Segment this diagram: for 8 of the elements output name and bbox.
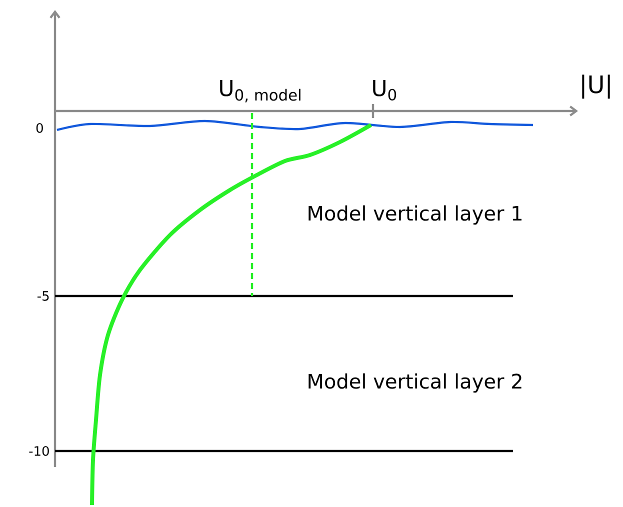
axis-label: U$_{0, model}$: [220, 80, 300, 102]
axis-label: |U|: [582, 74, 610, 99]
axis-label: U$_{0}$: [373, 80, 396, 100]
layer-label: Model vertical layer 2: [308, 373, 522, 393]
tick-label: -5: [37, 291, 49, 301]
layer-label: Model vertical layer 1: [308, 205, 522, 225]
tick-label: 0: [36, 123, 43, 133]
tick-label: -10: [29, 446, 49, 456]
